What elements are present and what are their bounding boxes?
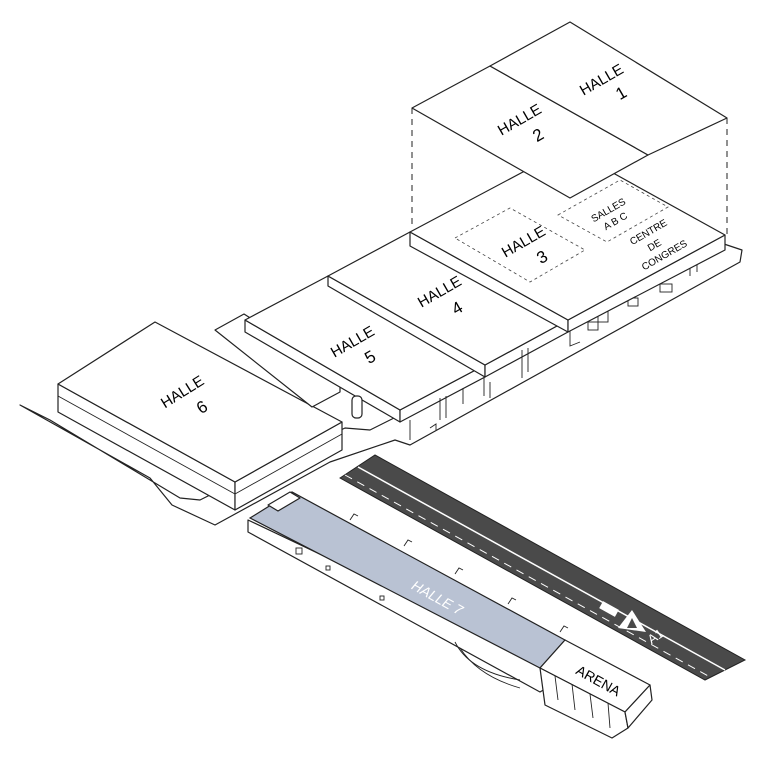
hall-7-curve xyxy=(454,641,521,681)
hall-7-pillars xyxy=(295,513,569,633)
hall-1[interactable]: HALLE 1 xyxy=(489,21,728,156)
hall-7-curve-2 xyxy=(459,647,521,689)
hall-6-mid-line xyxy=(57,395,343,495)
road-sign-icon xyxy=(599,601,646,632)
road-label: A1 xyxy=(645,626,667,647)
hall-7[interactable]: HALLE 7 xyxy=(247,491,569,693)
upper-floor-supports xyxy=(411,108,728,235)
road-a1: A1 xyxy=(339,454,747,681)
connector-7-link xyxy=(267,491,301,512)
hall-5-silo xyxy=(351,395,363,419)
arena-ribs xyxy=(554,675,611,729)
hall-3-zone-outline xyxy=(454,207,586,283)
road-lane-line xyxy=(357,466,726,671)
arena-front xyxy=(539,667,629,739)
salles-zone-outline xyxy=(557,179,669,243)
arena-side xyxy=(624,684,653,729)
arena[interactable]: ARENA xyxy=(539,639,653,739)
road-surface xyxy=(339,454,747,681)
hall-3-roof xyxy=(409,147,726,321)
hall-5[interactable]: HALLE 5 xyxy=(244,275,486,423)
hall-3[interactable]: HALLE 3 xyxy=(409,147,726,333)
hall-1-roof xyxy=(489,21,728,156)
hall-6[interactable]: HALLE 6 xyxy=(57,321,343,511)
hall-6-roof xyxy=(57,321,343,483)
hall-7-roof xyxy=(248,491,566,669)
podium-details xyxy=(409,252,698,440)
hall-2[interactable]: HALLE 2 xyxy=(411,65,649,199)
